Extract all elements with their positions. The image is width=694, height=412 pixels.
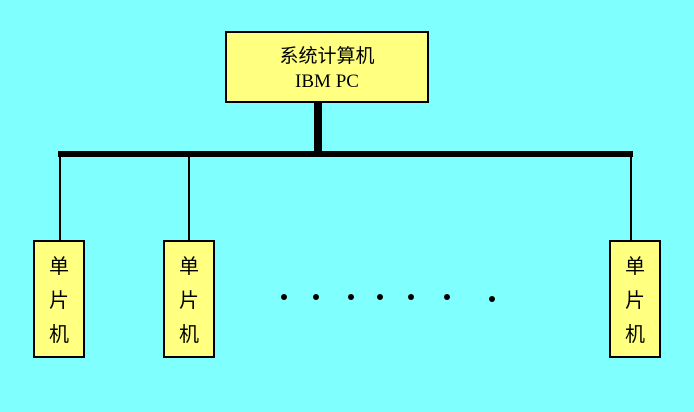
host-computer-box: 系统计算机 IBM PC bbox=[225, 31, 429, 103]
ellipsis-dot bbox=[313, 294, 319, 300]
mcu-char: 单 bbox=[625, 254, 645, 278]
mcu-char: 机 bbox=[179, 322, 199, 346]
mcu-char: 单 bbox=[179, 254, 199, 278]
drop-line bbox=[188, 156, 190, 241]
mcu-box: 单 片 机 bbox=[163, 240, 215, 358]
mcu-box: 单 片 机 bbox=[609, 240, 661, 358]
drop-line bbox=[59, 156, 61, 241]
mcu-char: 片 bbox=[625, 288, 645, 312]
ellipsis-dot bbox=[281, 294, 287, 300]
mcu-char: 片 bbox=[179, 288, 199, 312]
ellipsis-dot bbox=[444, 294, 450, 300]
mcu-char: 单 bbox=[49, 254, 69, 278]
host-label: 系统计算机 bbox=[279, 45, 375, 67]
mcu-char: 机 bbox=[49, 322, 69, 346]
ellipsis-dot bbox=[489, 296, 495, 302]
mcu-char: 片 bbox=[49, 288, 69, 312]
host-stem bbox=[314, 102, 322, 154]
drop-line bbox=[630, 156, 632, 241]
ellipsis-dot bbox=[408, 294, 414, 300]
mcu-char: 机 bbox=[625, 322, 645, 346]
ellipsis-dot bbox=[377, 294, 383, 300]
mcu-box: 单 片 机 bbox=[33, 240, 85, 358]
bus-line bbox=[58, 151, 633, 157]
ellipsis-dot bbox=[348, 294, 354, 300]
host-model: IBM PC bbox=[295, 71, 359, 92]
